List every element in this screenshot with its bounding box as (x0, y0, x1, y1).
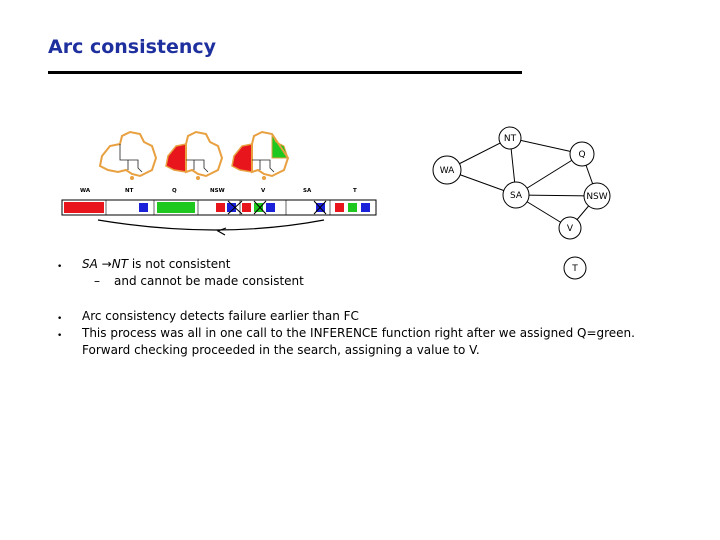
cell-t-red (335, 203, 344, 212)
bullet-1-sub-dash: – (94, 274, 100, 288)
bullet-3-line-2: Forward checking proceeded in the search… (82, 343, 480, 357)
propagation-arrow (97, 219, 325, 231)
bullet-1-marker: • (57, 262, 63, 272)
node-t: T (571, 264, 578, 274)
cell-wa-red (64, 202, 104, 213)
domain-strip (61, 199, 377, 216)
cell-v-green (254, 203, 263, 212)
bullet-2-marker: • (57, 314, 63, 324)
map-2 (165, 130, 224, 180)
col-label-v: V (261, 188, 266, 194)
cell-nsw-red (216, 203, 225, 212)
bullet-2: Arc consistency detects failure earlier … (82, 309, 359, 323)
bullet-1-rest: is not consistent (128, 257, 231, 271)
col-label-t: T (353, 188, 357, 194)
cell-v-red (242, 203, 251, 212)
bullet-1-rhs: NT (111, 257, 129, 271)
col-label-sa: SA (303, 188, 312, 194)
constraint-graph: NT Q WA SA NSW V T (432, 126, 611, 280)
cell-nsw-blue (227, 203, 236, 212)
title-underline (48, 71, 522, 74)
map-3 (231, 130, 290, 180)
cell-q-green (157, 202, 195, 213)
cell-nt-blue (139, 203, 148, 212)
node-nt: NT (504, 134, 517, 144)
node-q: Q (578, 150, 585, 160)
col-label-q: Q (172, 188, 177, 194)
domain-figure: WA NT Q NSW V SA T (61, 130, 377, 236)
node-nsw: NSW (586, 192, 607, 202)
bullet-3-marker: • (57, 331, 63, 341)
node-sa: SA (510, 191, 523, 201)
bullet-1: SA →NT is not consistent (82, 256, 231, 273)
map-1 (98, 130, 158, 180)
bullet-1-lhs: SA (82, 257, 98, 271)
bullet-1-sub: and cannot be made consistent (114, 274, 304, 288)
col-label-nsw: NSW (210, 188, 225, 194)
node-v: V (567, 224, 574, 234)
node-wa: WA (440, 166, 455, 176)
col-label-wa: WA (80, 188, 91, 194)
cell-v-blue (266, 203, 275, 212)
cell-t-green (348, 203, 357, 212)
slide-title: Arc consistency (48, 36, 217, 58)
arrow-icon: → (101, 257, 112, 271)
bullet-3-line-1: This process was all in one call to the … (82, 326, 635, 340)
col-label-nt: NT (125, 188, 134, 194)
cell-t-blue (361, 203, 370, 212)
